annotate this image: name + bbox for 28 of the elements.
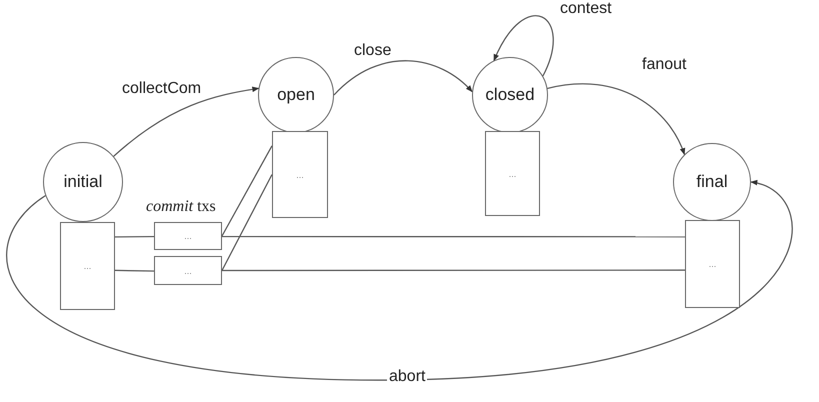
placeholder-text: ...	[508, 168, 516, 178]
transition-arrow	[7, 181, 792, 381]
placeholder-text: ...	[296, 170, 304, 180]
state-box	[60, 222, 115, 310]
state-name: initial	[64, 172, 102, 192]
state-box	[685, 220, 740, 308]
connector-line	[222, 270, 685, 272]
note-text: commit txs	[146, 198, 216, 216]
placeholder-text: ...	[184, 266, 192, 276]
transition-arrow	[113, 86, 260, 157]
placeholder-text: ...	[708, 259, 716, 269]
state-name: open	[277, 85, 315, 105]
state-box	[154, 256, 222, 285]
connector-line	[221, 146, 273, 236]
state-box	[485, 131, 540, 216]
state-box	[154, 222, 222, 250]
connector-line	[222, 236, 685, 238]
placeholder-text: ...	[184, 231, 192, 241]
transition-arrow	[334, 60, 473, 96]
connector-line	[114, 270, 154, 272]
state-name: closed	[485, 85, 535, 105]
state-name: final	[696, 172, 728, 192]
placeholder-text: ...	[84, 261, 92, 271]
connector-line	[221, 174, 273, 271]
connector-line	[115, 236, 154, 238]
transition-arrow	[493, 15, 554, 76]
transition-arrow	[547, 83, 685, 156]
state-box	[272, 131, 328, 218]
